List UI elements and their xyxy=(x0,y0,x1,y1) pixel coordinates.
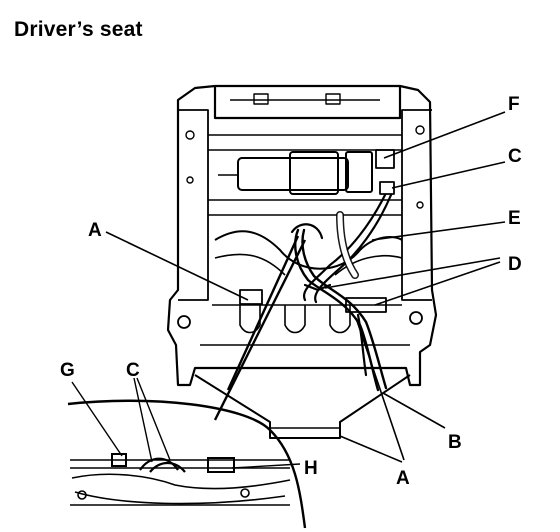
leader-a-bottom-2 xyxy=(355,317,405,461)
callout-e: E xyxy=(508,208,521,229)
leader-c-right xyxy=(391,161,506,189)
callout-c-right: C xyxy=(508,146,522,167)
seat-frame xyxy=(166,84,438,439)
leader-c-inset-2 xyxy=(136,377,171,461)
callout-a-left: A xyxy=(88,220,102,241)
wire-harness xyxy=(290,193,393,392)
leader-a-bottom-1 xyxy=(339,435,403,463)
leader-d-1 xyxy=(324,257,501,289)
leader-a-left xyxy=(105,231,249,301)
leader-h xyxy=(231,463,301,469)
inset-rail xyxy=(70,453,291,506)
leader-e xyxy=(371,221,506,241)
detail-line-1 xyxy=(226,235,300,391)
detail-line-2 xyxy=(213,239,307,421)
leader-lines xyxy=(105,111,506,463)
leader-g xyxy=(71,381,123,457)
leader-b xyxy=(382,392,446,429)
leader-f xyxy=(383,111,506,159)
callout-labels: A F C E D B A G C H xyxy=(60,94,522,489)
callout-g: G xyxy=(60,360,75,381)
callout-b: B xyxy=(448,432,462,453)
inset-arc xyxy=(67,399,307,529)
callout-f: F xyxy=(508,94,520,115)
leader-d-2 xyxy=(374,261,501,306)
leader-c-inset-1 xyxy=(133,377,153,463)
callout-c-inset: C xyxy=(126,360,140,381)
callout-d: D xyxy=(508,254,522,275)
diagram-title: Driver’s seat xyxy=(14,18,143,41)
callout-a-bottom: A xyxy=(396,468,410,489)
callout-h: H xyxy=(304,458,318,479)
inset-detail xyxy=(67,377,307,529)
